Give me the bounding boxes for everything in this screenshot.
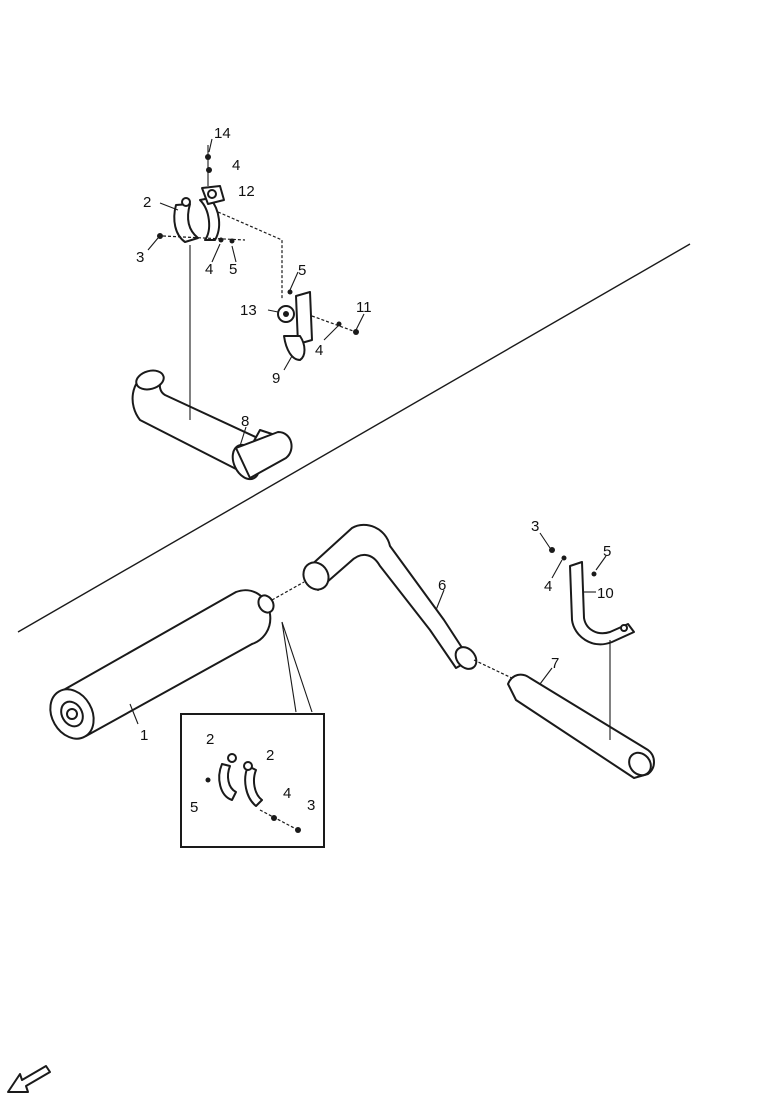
callout-13: 13 (240, 302, 257, 319)
callout-1: 1 (140, 727, 148, 744)
callout-4-bracket: 4 (544, 578, 552, 595)
callout-2-inset-right: 2 (266, 747, 274, 764)
pipe-6 (302, 523, 478, 670)
nut-3-upper (157, 233, 163, 239)
washer-4-top (206, 167, 212, 173)
callout-5-hanger: 5 (298, 262, 306, 279)
bracket-12 (201, 185, 225, 205)
section-divider (17, 243, 691, 633)
callout-4-upper: 4 (205, 261, 213, 278)
nut-5-inset (205, 777, 211, 783)
callout-2-upper: 2 (143, 194, 151, 211)
callout-11: 11 (356, 299, 372, 316)
callout-5-inset: 5 (190, 799, 198, 816)
callout-10: 10 (597, 585, 614, 602)
washer-4-bracket (561, 555, 567, 561)
nut-5-hanger (287, 289, 293, 295)
nut-3-bracket (549, 547, 555, 553)
detail-inset-box (180, 713, 325, 848)
callout-14: 14 (214, 125, 231, 142)
pipe-8 (131, 369, 293, 481)
callout-4-hanger: 4 (315, 342, 323, 359)
arrow-left-down-icon (7, 1065, 51, 1093)
clamp-2-inset (218, 753, 263, 807)
callout-3-upper: 3 (136, 249, 144, 266)
callout-5-bracket: 5 (603, 543, 611, 560)
bracket-10 (569, 561, 635, 646)
callout-7: 7 (551, 655, 559, 672)
callout-4-top: 4 (232, 157, 240, 174)
callout-9: 9 (272, 370, 280, 387)
callout-leaders (129, 138, 607, 725)
callout-5-upper: 5 (229, 261, 237, 278)
rubber-mount-13 (277, 305, 295, 323)
hanger-9 (283, 291, 313, 361)
muffler-1 (49, 589, 275, 740)
callout-4-inset: 4 (283, 785, 291, 802)
callout-3-bracket: 3 (531, 518, 539, 535)
clamp-2-upper (173, 197, 221, 243)
callout-3-inset: 3 (307, 797, 315, 814)
callout-2-inset-left: 2 (206, 731, 214, 748)
tail-pipe-7 (507, 673, 655, 779)
callout-8: 8 (241, 413, 249, 430)
nut-5-bracket (591, 571, 597, 577)
callout-12: 12 (238, 183, 255, 200)
callout-6: 6 (438, 577, 446, 594)
